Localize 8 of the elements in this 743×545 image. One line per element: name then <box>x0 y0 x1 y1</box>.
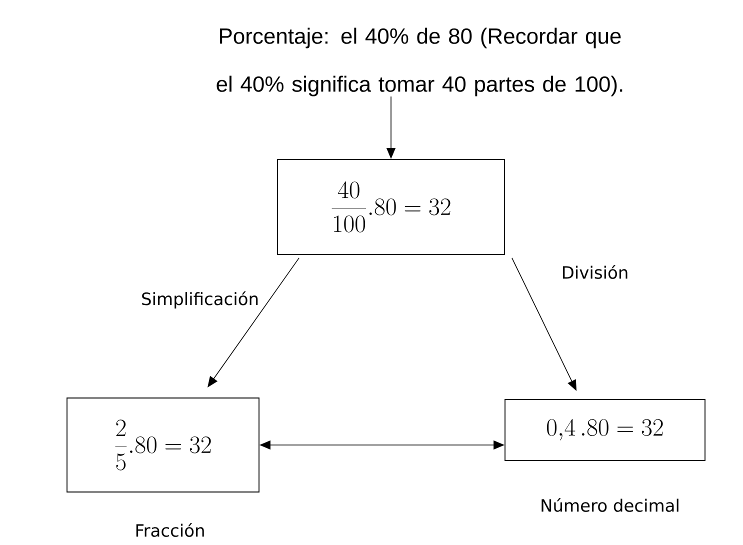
formula-box: $0{,}4\,.80=32$ <box>504 399 706 461</box>
edge-label: División <box>563 265 628 279</box>
node-label: Fracción <box>136 523 204 537</box>
formula-box: $\frac{2}{5}.80=32$ <box>66 398 260 492</box>
edge-label: Simplificación <box>142 291 258 309</box>
node-label: Número decimal <box>542 498 678 512</box>
formula-box: $\frac{40}{100}.80=32$ <box>277 159 505 255</box>
heading-text: Porcentaje: el 40% de 80 (Recordar que el 40% significa tomar 40 partes de 100). <box>216 28 622 96</box>
